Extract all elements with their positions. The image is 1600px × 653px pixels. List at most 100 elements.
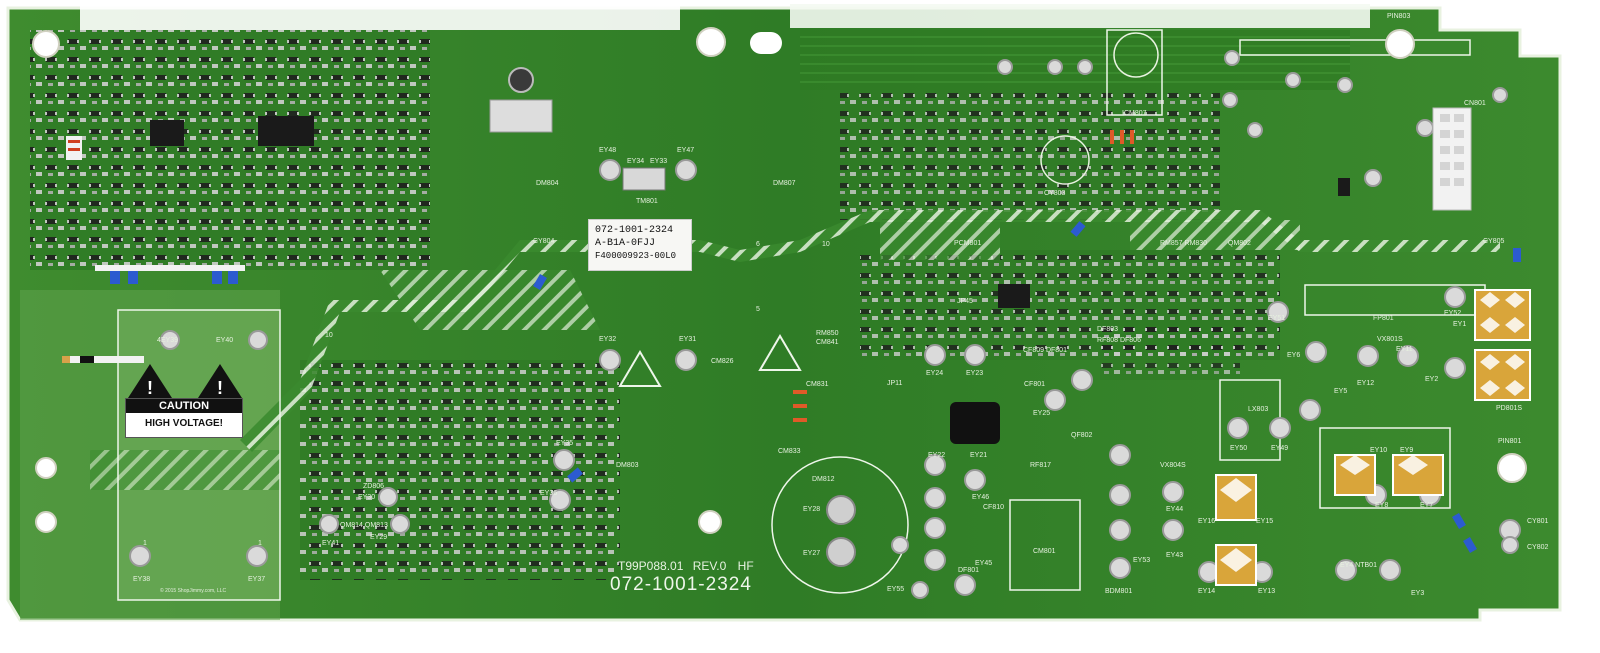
label-ey38: EY38 [133, 576, 151, 583]
label-ey25: EY25 [1033, 410, 1051, 417]
label-fp801: FP801 [1373, 315, 1394, 322]
label-cm801: CM801 [1033, 548, 1056, 555]
svg-text:!: ! [217, 378, 223, 398]
label-ey4: EY4 NTB01 [1340, 562, 1377, 569]
black-blob [950, 402, 1000, 444]
label-ey28: EY28 [803, 506, 821, 513]
label-ey10: EY10 [1370, 447, 1388, 454]
label-ey12: EY12 [1357, 380, 1375, 387]
label-num5: 5 [756, 306, 760, 313]
copyright: © 2015 ShopJimmy.com, LLC [160, 588, 227, 594]
label-ey23: EY23 [966, 370, 984, 377]
label-ey16: EY16 [1198, 518, 1216, 525]
label-num6: 6 [756, 241, 760, 248]
label-ey24: EY24 [926, 370, 944, 377]
label-pd801s: PD801S [1496, 405, 1523, 412]
label-cm841: CM841 [816, 339, 839, 346]
label-num1b: 1 [258, 540, 262, 547]
label-tm801: TM801 [636, 198, 658, 205]
label-dm812: DM812 [812, 476, 835, 483]
label-rm857: RM857 RM830 [1160, 240, 1208, 247]
rm894-connector [489, 99, 553, 133]
label-lx803: LX803 [1248, 406, 1269, 413]
label-ey37: EY37 [248, 576, 266, 583]
label-sticker: 072-1001-2324 A-B1A-0FJJ F400009923-00L0 [588, 219, 692, 271]
label-ey44: EY44 [1166, 506, 1184, 513]
blue-components [110, 221, 1521, 554]
caution-box: CAUTION HIGH VOLTAGE! [125, 398, 243, 438]
label-ey39: 4EY39 [157, 337, 179, 344]
label-ey53: EY53 [1133, 557, 1151, 564]
label-cy802: CY802 [1527, 544, 1549, 551]
revision: REV.0 [692, 559, 727, 573]
label-qf802: QF802 [1071, 432, 1093, 439]
label-zd806: ZD806 [363, 483, 385, 490]
label-ey55: EY55 [887, 586, 905, 593]
label-rm850: RM850 [816, 330, 839, 337]
label-ey31: EY31 [679, 336, 697, 343]
label-cm826: CM826 [711, 358, 734, 365]
label-ey32: EY32 [599, 336, 617, 343]
label-num10: 10 [822, 241, 830, 248]
label-qm802: QM802 [1228, 240, 1251, 247]
label-ey21: EY21 [970, 452, 988, 459]
sticker-line-3: F400009923-00L0 [595, 251, 677, 261]
label-jp11: JP11 [887, 380, 903, 387]
label-dm804: DM804 [536, 180, 559, 187]
label-ey52: EY52 [1444, 310, 1462, 317]
label-cf810: CF810 [983, 504, 1005, 511]
label-ey22: EY22 [928, 452, 946, 459]
label-icm807: ICM807 [1122, 110, 1147, 117]
label-ey8: EY8 [1375, 502, 1389, 509]
label-vx801s: VX801S [1377, 336, 1403, 343]
label-ey41: EY41 [322, 540, 340, 547]
label-df801: DF801 [958, 567, 980, 574]
label-ey46: EY46 [972, 494, 990, 501]
label-ey1: EY1 [1453, 321, 1467, 328]
label-qm814: QM814 QM813 [340, 522, 388, 529]
sticker-line-2: A-B1A-0FJJ [595, 238, 656, 249]
label-dm807: DM807 [773, 180, 796, 187]
label-cm833: CM833 [778, 448, 801, 455]
label-ey45: EY45 [975, 560, 993, 567]
label-cf801: CF801 [1024, 381, 1046, 388]
label-ey7: EY7 [1420, 502, 1434, 509]
label-pin803: PIN803 [1387, 13, 1411, 20]
label-ey3: EY3 [1411, 590, 1425, 597]
label-dm803: DM803 [616, 462, 639, 469]
label-vx804s: VX804S [1160, 462, 1186, 469]
label-cm831: CM831 [806, 381, 829, 388]
svg-text:!: ! [147, 378, 153, 398]
label-ey48: EY48 [599, 147, 617, 154]
smd-cluster-top-left [30, 30, 430, 270]
smd-cluster-top-middle [840, 90, 1220, 220]
cn801-connector [1432, 107, 1472, 211]
label-ey27: EY27 [803, 550, 821, 557]
label-ey40: EY40 [216, 337, 234, 344]
board-part-number: 072-1001-2324 [610, 574, 752, 595]
high-voltage-text: HIGH VOLTAGE! [145, 418, 223, 429]
label-cy801: CY801 [1527, 518, 1549, 525]
sticker-line-1: 072-1001-2324 [595, 225, 674, 236]
mounting-holes [32, 27, 1527, 534]
label-num10b: 10 [325, 332, 333, 339]
label-ey6: EY6 [1287, 352, 1301, 359]
label-jp45: JP45 [957, 298, 973, 305]
label-ey14: EY14 [1198, 588, 1216, 595]
label-df803: DF803 [1097, 326, 1119, 333]
label-ey49: EY49 [1271, 445, 1289, 452]
label-rf817: RF817 [1030, 462, 1052, 469]
label-pcm801: PCM801 [954, 240, 982, 247]
label-ey15: EY15 [1256, 518, 1274, 525]
suffix: HF [737, 559, 754, 573]
resistors [62, 136, 245, 363]
label-ey36: EY36 [540, 490, 558, 497]
label-num1: 1 [143, 540, 147, 547]
label-ey47: EY47 [677, 147, 695, 154]
label-cy803: CY803 [1044, 190, 1066, 197]
label-ey2: EY2 [1425, 376, 1439, 383]
label-rf808: RF808 DF806 [1097, 337, 1141, 344]
label-cn801: CN801 [1464, 100, 1486, 107]
label-ey11: EY11 [1396, 346, 1413, 353]
